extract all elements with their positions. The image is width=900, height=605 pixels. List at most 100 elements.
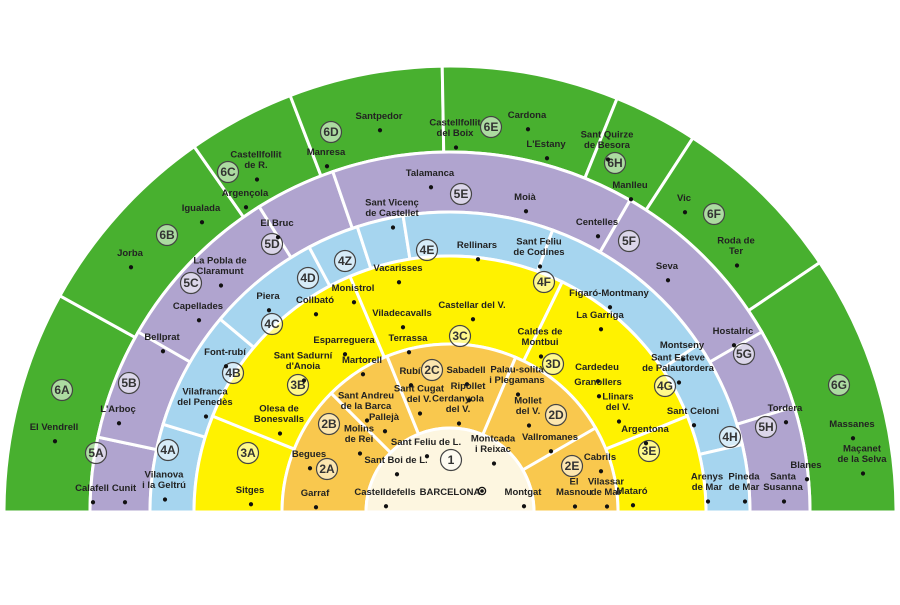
zone-badge-circle (544, 403, 568, 427)
town-name: del Boix (437, 128, 475, 139)
zone-id-label: 2E (565, 459, 580, 473)
town-name: Vacarisses (373, 263, 422, 274)
zone-id-label: 4Z (338, 254, 352, 268)
town-63: Seva (656, 261, 679, 283)
town-name: Moià (514, 192, 536, 203)
town-31: Cardedeu (575, 362, 619, 384)
zone-sectors (2, 64, 898, 514)
town-name: Palau-solità (490, 365, 544, 376)
town-dot (417, 411, 423, 416)
town-76: Cardona (508, 110, 547, 132)
town-name: de Mar (729, 482, 760, 493)
town-13: Ripollet (451, 381, 486, 403)
town-name: del V. (516, 406, 540, 417)
town-dot (604, 504, 610, 509)
town-name: Collbató (296, 295, 334, 306)
town-name: i la Geltrú (142, 480, 186, 491)
zone-badge-circle (439, 448, 463, 472)
zone-id-label: 4E (420, 243, 435, 257)
town-12: Sabadell (446, 365, 486, 387)
zone-badge-5e: 5E (449, 182, 473, 206)
town-dot (616, 419, 622, 424)
zone-badge-circle (702, 202, 726, 226)
town-name: Llinars (602, 392, 633, 403)
town-10: Pallejà (369, 412, 400, 434)
town-dot (408, 383, 414, 388)
town-dot (196, 318, 202, 323)
town-name: Sabadell (446, 365, 485, 376)
town-68: El Vendrell (30, 422, 78, 444)
zone-id-label: 5G (736, 347, 752, 361)
zone-badge-circle (448, 324, 472, 348)
town-dot (781, 499, 787, 504)
zone-badge-6g: 6G (827, 373, 851, 397)
town-dot (254, 177, 260, 182)
town-name: Centelles (576, 217, 618, 228)
town-dot (162, 497, 168, 502)
zone-id-label: 4B (225, 366, 241, 380)
zone-badge-circle (449, 182, 473, 206)
town-name: Castellfollit (230, 150, 282, 161)
town-name: Santa (770, 472, 797, 483)
town-name: i Plegamans (489, 375, 544, 386)
zone-badge-circle (637, 439, 661, 463)
zone-id-label: 6D (323, 125, 339, 139)
town-name: de Codines (513, 247, 564, 258)
town-name: Cardona (508, 110, 547, 121)
zone-badge-circle (718, 425, 742, 449)
zone-badge-circle (216, 160, 240, 184)
zone-badge-4c: 4C (260, 312, 284, 336)
town-1: BARCELONA (420, 486, 487, 498)
town-dot (544, 156, 550, 161)
town-name: del V. (606, 402, 630, 413)
town-74: Santpedor (356, 111, 403, 133)
town-54: L'Arboç (100, 404, 136, 426)
town-name: Caldes de (518, 327, 563, 338)
town-name: Castellfollit (429, 118, 481, 129)
town-name: de R. (244, 160, 267, 171)
zone-badge-circle (532, 270, 556, 294)
zone-id-label: 5C (183, 276, 199, 290)
zone-badge-6e: 6E (479, 115, 503, 139)
zone-id-label: 5D (264, 237, 280, 251)
town-26: Martorell (342, 355, 382, 377)
town-name: Sant Boi de L. (364, 455, 427, 466)
town-name: Cardedeu (575, 362, 619, 373)
town-49: Sant Celoni (667, 406, 719, 428)
town-64: Hostalric (713, 326, 753, 348)
zone-id-label: 6F (707, 207, 721, 221)
town-dot (665, 278, 671, 283)
town-55: Bellprat (144, 332, 181, 354)
zone-id-label: 6G (831, 378, 847, 392)
town-name: La Pobla de (193, 256, 246, 267)
zone-id-label: 5A (88, 446, 104, 460)
zone-badge-circle (415, 238, 439, 262)
town-dot (523, 209, 529, 214)
town-name: Tordera (768, 403, 803, 414)
zone-id-label: 2C (424, 363, 440, 377)
zone-id-label: 6H (607, 156, 622, 170)
zone-badge-4a: 4A (156, 438, 180, 462)
town-dot (342, 352, 348, 357)
zone-badge-2b: 2B (317, 412, 341, 436)
town-name: Argentona (621, 424, 669, 435)
town-42: Vacarisses (373, 263, 423, 285)
town-dot (515, 392, 521, 397)
town-40: Collbató (296, 295, 334, 317)
town-73: Manresa (307, 147, 346, 169)
town-name: Rellinars (457, 240, 497, 251)
town-dot (525, 127, 531, 132)
town-name: Monistrol (332, 283, 375, 294)
town-name: Sant Feliu de L. (391, 437, 461, 448)
town-60: Talamanca (406, 168, 455, 190)
town-27: Viladecavalls (372, 308, 432, 330)
town-name: Roda de (717, 236, 754, 247)
